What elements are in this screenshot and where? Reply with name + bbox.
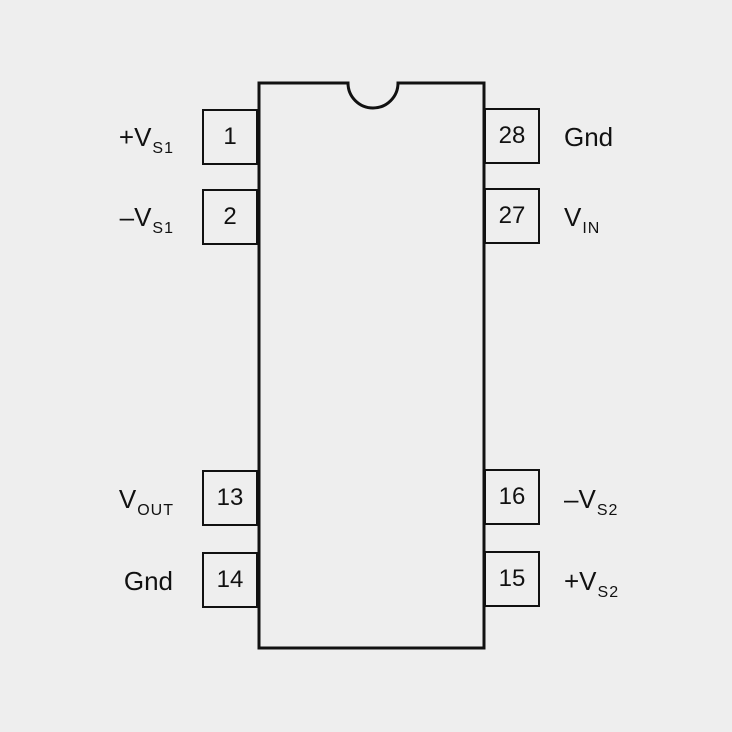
label-main: Gnd <box>123 566 173 596</box>
pin-label-14: Gnd <box>124 566 174 608</box>
label-main: +V <box>564 566 597 596</box>
pin-box-15: 15 <box>484 551 540 607</box>
pin-box-2: 2 <box>202 189 258 245</box>
pin-number: 14 <box>216 566 244 593</box>
pin-box-28: 28 <box>484 108 540 164</box>
label-main: V <box>118 484 137 514</box>
pin-number: 15 <box>498 565 526 592</box>
label-subscript: S2 <box>596 502 619 519</box>
pin-number: 13 <box>216 484 244 511</box>
label-subscript: OUT <box>137 502 174 519</box>
pin-box-27: 27 <box>484 188 540 244</box>
pin-number: 28 <box>498 122 526 149</box>
pin-number: 27 <box>498 202 526 229</box>
label-main: –V <box>564 484 596 514</box>
pin-number: 16 <box>498 483 526 510</box>
label-subscript: S1 <box>152 220 174 237</box>
pin-box-13: 13 <box>202 470 258 526</box>
pin-label-1: +VS1 <box>119 122 174 164</box>
pin-number: 1 <box>223 123 237 150</box>
pin-label-27: VIN <box>564 202 600 244</box>
label-subscript: IN <box>582 220 601 237</box>
pin-label-2: –VS1 <box>120 202 174 244</box>
label-main: –V <box>119 202 152 232</box>
ic-body <box>257 81 486 650</box>
label-main: Gnd <box>564 122 614 152</box>
pin-label-28: Gnd <box>564 122 614 164</box>
pin-label-16: –VS2 <box>564 484 618 526</box>
label-subscript: S1 <box>152 140 174 157</box>
pin-box-14: 14 <box>202 552 258 608</box>
pin-box-1: 1 <box>202 109 258 165</box>
label-subscript: S2 <box>597 584 620 601</box>
pin-label-15: +VS2 <box>564 566 619 608</box>
label-main: V <box>564 202 582 232</box>
pin-box-16: 16 <box>484 469 540 525</box>
pin-number: 2 <box>223 203 237 230</box>
pin-label-13: VOUT <box>119 484 174 526</box>
label-main: +V <box>118 122 152 152</box>
